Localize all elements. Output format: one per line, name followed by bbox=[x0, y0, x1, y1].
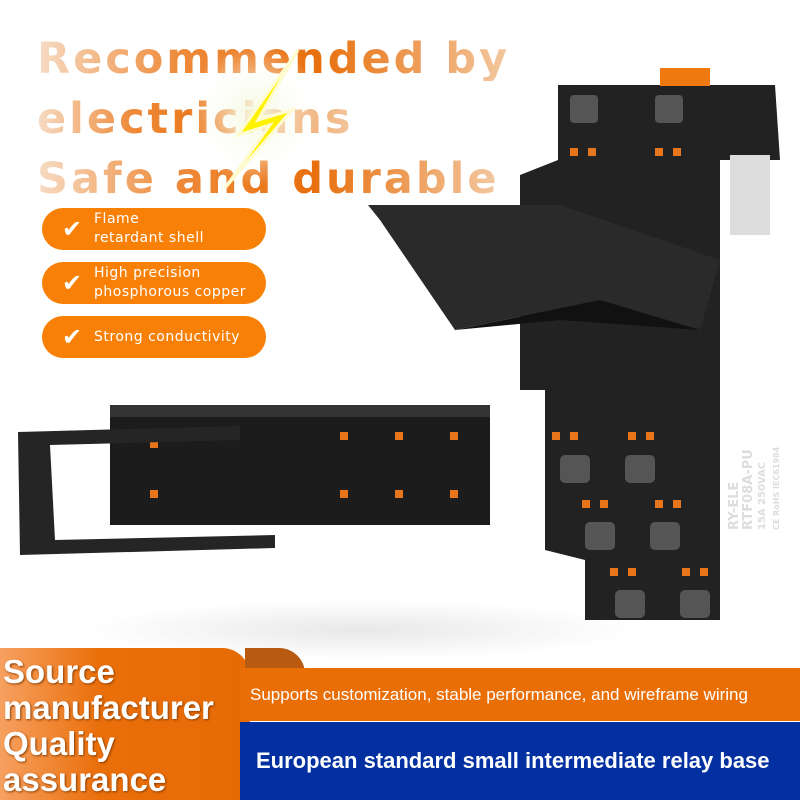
feature-phosphorous-copper: ✔ High precision phosphorous copper bbox=[42, 262, 266, 304]
product-rating: 15A 250VAC bbox=[757, 461, 768, 530]
feature-text: Flame bbox=[94, 211, 140, 227]
left-line: Source bbox=[3, 653, 115, 690]
feature-conductivity: ✔ Strong conductivity bbox=[42, 316, 266, 358]
product-brand: RY-ELE bbox=[727, 481, 742, 530]
source-manufacturer-text: Source manufacturer Quality assurance bbox=[3, 654, 214, 798]
feature-text: Strong conductivity bbox=[94, 328, 241, 345]
left-orange-panel bbox=[0, 648, 250, 800]
check-icon: ✔ bbox=[62, 215, 83, 243]
check-icon: ✔ bbox=[62, 323, 83, 351]
product-model: RTF08A-PU bbox=[741, 449, 756, 530]
feature-text: retardant shell bbox=[94, 230, 204, 246]
feature-flame-retardant: ✔ Flame retardant shell bbox=[42, 208, 266, 250]
relay-base-product-image bbox=[18, 68, 780, 620]
product-title-band: European standard small intermediate rel… bbox=[240, 722, 800, 800]
feature-text: phosphorous copper bbox=[94, 284, 246, 300]
product-label: RY-ELE RTF08A-PU 15A 250VAC CE RoHS IEC6… bbox=[727, 446, 784, 530]
left-line: Quality bbox=[3, 725, 115, 762]
check-icon: ✔ bbox=[62, 269, 83, 297]
customization-band: Supports customization, stable performan… bbox=[240, 668, 800, 721]
left-line: assurance bbox=[3, 761, 167, 798]
left-line: manufacturer bbox=[3, 689, 214, 726]
feature-text: High precision bbox=[94, 265, 201, 281]
lightning-bolt-icon bbox=[190, 45, 320, 189]
product-certs: CE RoHS IEC61984 bbox=[772, 446, 781, 530]
